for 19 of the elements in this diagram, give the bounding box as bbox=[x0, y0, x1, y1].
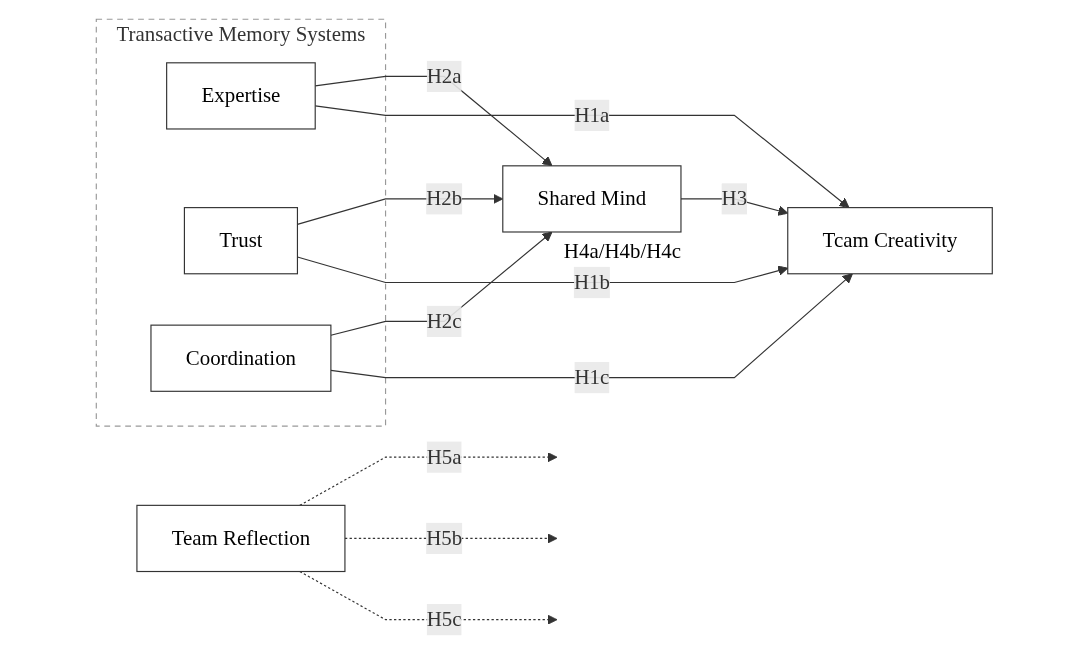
node-box: Team Reflection bbox=[136, 504, 346, 573]
edge-label: H2a bbox=[426, 64, 462, 88]
edge-label: H5b bbox=[426, 526, 463, 550]
edge-label: H5a bbox=[426, 444, 462, 469]
node-box: Coordination bbox=[150, 324, 332, 392]
edge-label: H5c bbox=[426, 607, 462, 631]
node-box: Shared Mind bbox=[502, 165, 682, 233]
hypothesis-label: H4a/H4b/H4c bbox=[564, 238, 682, 263]
edge-label: H2b bbox=[426, 186, 463, 210]
node-box: Tcam Creativity bbox=[787, 207, 994, 275]
node-box: Expertise bbox=[166, 62, 316, 130]
arrow bbox=[299, 452, 558, 506]
edge-label: H1a bbox=[574, 103, 610, 127]
node-box: Trust bbox=[184, 207, 299, 275]
edge-label: H2c bbox=[426, 309, 462, 333]
edge-label: H1c bbox=[574, 365, 610, 389]
edge-label: H3 bbox=[721, 186, 748, 210]
edge-label: H1b bbox=[574, 270, 611, 294]
arrow bbox=[299, 570, 558, 625]
